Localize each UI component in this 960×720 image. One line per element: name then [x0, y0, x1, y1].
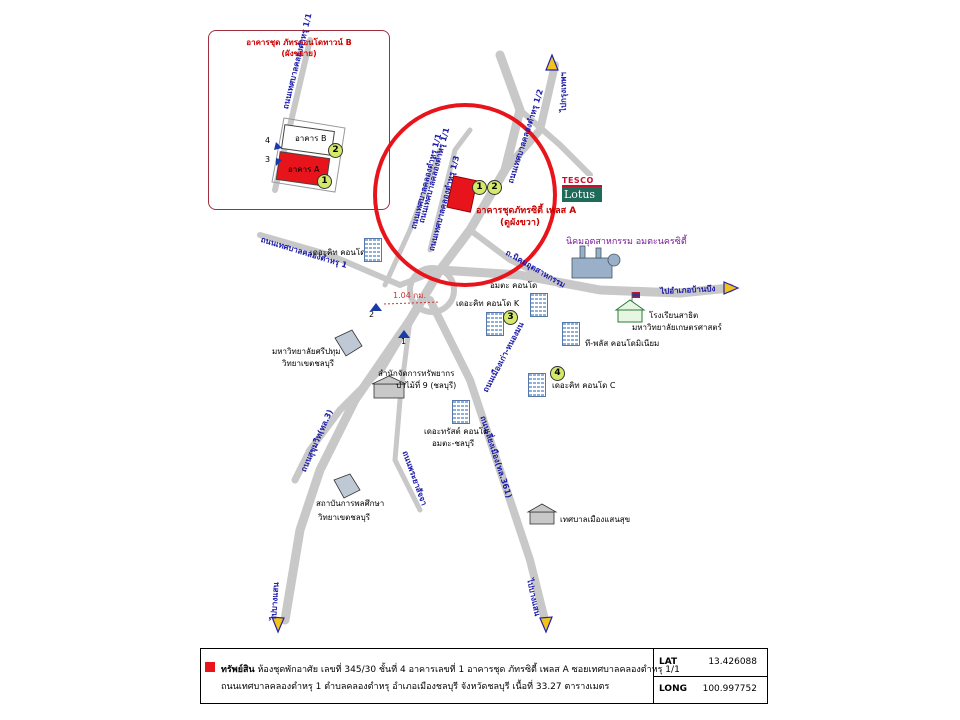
arrow-sw	[271, 616, 285, 634]
property-legend-swatch	[205, 662, 215, 672]
subject-label: อาคารชุดภัทรซิตี้ เพลส A	[476, 206, 577, 216]
condo-icon-kith-c	[528, 373, 546, 397]
place-the-kith-c: เดอะคิท คอนโด C	[552, 381, 616, 390]
view-markers	[274, 142, 410, 338]
place-forest-2: ป่าไม้ที่ 9 (ชลบุรี)	[396, 381, 457, 390]
place-municipality: เทศบาลเมืองแสนสุข	[560, 515, 631, 524]
place-amata-nakorn: นิคมอุตสาหกรรม อมตะนครซิตี้	[566, 237, 687, 247]
property-line-1-text: ห้องชุดพักอาศัย เลขที่ 345/30 ชั้นที่ 4 …	[257, 665, 680, 675]
condo-icon-t-plus	[562, 322, 580, 346]
university-icon	[334, 329, 363, 357]
property-line-2: ถนนเทศบาลคลองตำหรุ 1 ตำบลคลองตำหรุ อำเภอ…	[221, 682, 610, 692]
subject-badge-2: 2	[487, 180, 502, 195]
map-canvas	[257, 37, 740, 634]
inset-building-a-label: อาคาร A	[288, 165, 320, 174]
road-ne-branch	[517, 107, 593, 178]
long-value: 100.997752	[702, 684, 757, 694]
school-icon	[614, 299, 646, 323]
road-network	[257, 37, 735, 625]
arrow-east	[723, 281, 740, 295]
interchange	[407, 265, 457, 315]
road-soi-1-3	[427, 127, 473, 253]
condo-icon-amata	[530, 293, 548, 317]
municipality-icon	[526, 503, 558, 525]
place-sripatum-1: มหาวิทยาลัยศรีปทุม	[272, 347, 341, 356]
property-line-1: ทรัพย์สิน ห้องชุดพักอาศัย เลขที่ 345/30 …	[221, 662, 680, 676]
subject-badge-1: 1	[472, 180, 487, 195]
place-school-2: มหาวิทยาลัยเกษตรศาสตร์	[632, 323, 722, 332]
lat-row: LAT 13.426088	[653, 649, 767, 677]
place-amata-condo: อมตะ คอนโด	[490, 281, 538, 290]
forest-office-icon	[371, 375, 407, 399]
condo-icon-kith-k	[486, 312, 504, 336]
place-forest-1: สำนักจัดการทรัพยากร	[378, 369, 455, 378]
inset-title: อาคารชุด ภัทรคอนโดทาวน์ B	[246, 38, 352, 47]
arrow-south	[539, 616, 553, 634]
subject-area-circle	[373, 103, 557, 287]
place-school: โรงเรียนสาธิต	[649, 311, 699, 320]
road-industrial	[467, 227, 563, 288]
subject-building	[446, 175, 478, 213]
place-sripatum-2: วิทยาเขตชลบุรี	[282, 359, 335, 368]
road-soi-1-1	[382, 147, 443, 288]
pe-institute-icon	[333, 473, 361, 499]
place-trust-2: อมตะ-ชลบุรี	[432, 439, 475, 448]
place-the-kith-k: เดอะคิท คอนโด K	[456, 299, 520, 308]
tesco-lotus-logo: TESCO Lotus	[562, 176, 602, 202]
inset-subtitle: (ผังขยาย)	[281, 49, 317, 58]
property-title: ทรัพย์สิน	[221, 665, 255, 675]
road-sukhumvit	[291, 366, 384, 484]
place-pe-2: วิทยาเขตชลบุรี	[318, 513, 371, 522]
coordinates-panel: LAT 13.426088 LONG 100.997752	[653, 649, 767, 703]
inset-badge-1: 1	[317, 174, 332, 189]
inset-building-a	[275, 151, 331, 187]
condo-icon-kith-m	[364, 238, 382, 262]
road-phaya	[392, 317, 423, 513]
marker-4-badge: 4	[550, 366, 565, 381]
direction-arrows	[271, 53, 740, 634]
subject-sublabel: (ดูผังขวา)	[500, 218, 540, 228]
direction-to-north: ไปกรุงเทพฯ	[559, 72, 568, 112]
arrow-north	[545, 53, 559, 71]
lat-label: LAT	[659, 657, 678, 667]
road-bypass-361	[426, 296, 549, 624]
marker-2-label: 2	[369, 310, 375, 319]
marker-3-badge: 3	[503, 310, 518, 325]
property-info-bar: ทรัพย์สิน ห้องชุดพักอาศัย เลขที่ 345/30 …	[200, 648, 768, 704]
tesco-logo-top: TESCO	[562, 176, 602, 187]
place-pe-1: สถาบันการพลศึกษา	[316, 499, 385, 508]
road-east	[435, 265, 735, 298]
place-the-kith-m: เดอะคิท คอนโด m	[310, 248, 376, 257]
long-label: LONG	[659, 684, 687, 694]
property-description: ทรัพย์สิน ห้องชุดพักอาศัย เลขที่ 345/30 …	[201, 649, 680, 703]
distance-label: 1.04 กม.	[393, 291, 427, 300]
distance-line	[383, 301, 441, 305]
inset-badge-2: 2	[328, 143, 343, 158]
inset-building-b-label: อาคาร B	[295, 134, 327, 143]
marker-1-label: 1	[401, 337, 407, 346]
lat-value: 13.426088	[708, 657, 757, 667]
inset-marker-3: 3	[265, 155, 271, 164]
inset-marker-4: 4	[265, 136, 271, 145]
long-row: LONG 100.997752	[653, 676, 767, 703]
tesco-logo-bottom: Lotus	[562, 187, 602, 202]
place-t-plus: ที-พลัส คอนโดมิเนียม	[585, 339, 660, 348]
road-west	[257, 232, 443, 288]
condo-icon-trust	[452, 400, 470, 424]
place-trust-1: เดอะทรัสต์ คอนโด	[424, 427, 489, 436]
inset-plan-box: อาคารชุด ภัทรคอนโดทาวน์ B (ผังขยาย)	[208, 30, 390, 210]
factory-icon	[571, 245, 621, 279]
